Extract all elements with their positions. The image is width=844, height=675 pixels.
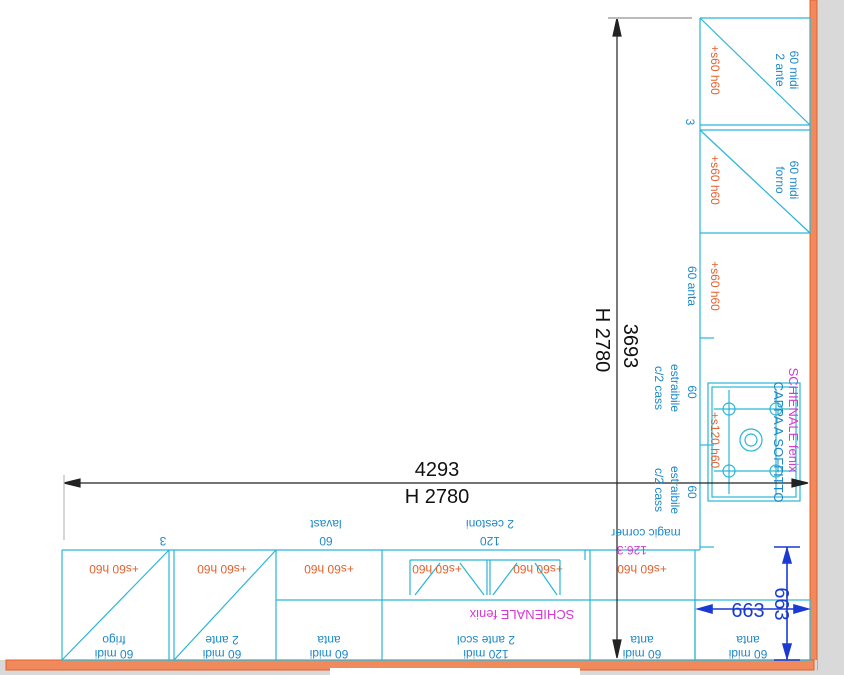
right-unit-code: +s60 h60: [708, 155, 722, 205]
right-unit-line1: 60 anta: [685, 266, 699, 306]
bottom-run-labels: 3 lavast 60 2 cestoni 120 magic corner 1…: [89, 517, 768, 661]
wall-unit-code: +s60 h60: [412, 562, 462, 576]
wall-unit-code: +s60 h60: [89, 562, 139, 576]
sink-basin-line: [459, 562, 485, 596]
bottom-label-top: 3: [159, 534, 166, 548]
corner-width-text: 663: [731, 600, 764, 622]
wall-unit-line2: anta: [630, 633, 654, 647]
wall-unit-code: +s60 h60: [304, 562, 354, 576]
side-length-text: 3693: [619, 324, 641, 369]
right-unit-code: +s60 h60: [708, 45, 722, 95]
arrow-down: [781, 643, 793, 661]
wall-unit-line1: 120 midi: [463, 647, 508, 661]
total-length-text: 4293: [415, 459, 460, 481]
arrow-right: [793, 603, 811, 615]
wall-unit-line2: frigo: [102, 633, 126, 647]
hob-outline: [707, 382, 801, 502]
right-wall: [817, 0, 844, 675]
corner-depth-text: 663: [770, 587, 792, 620]
dimension-lines: [63, 17, 809, 659]
tall-marker: 3: [683, 119, 697, 126]
hood-label: CAPPA A SOFFITTO: [771, 382, 786, 503]
tall-unit-diagonal: [699, 129, 811, 234]
wall-unit-line1: 60 midi: [310, 647, 349, 661]
wall-unit-line2: 2 ante scol: [457, 633, 515, 647]
sink-basin-line: [534, 562, 558, 596]
sink-basin-line: [492, 562, 518, 596]
wall-unit-code: +s60 h60: [513, 562, 563, 576]
wall-unit-line2: 2 ante: [205, 633, 239, 647]
right-unit-line1: 60: [685, 385, 699, 399]
right-run: [694, 17, 811, 661]
wall-unit-line2: anta: [317, 633, 341, 647]
arrow-top: [612, 17, 622, 37]
bottom-label-bottom: 120: [480, 534, 500, 548]
wall-unit-line1: 60 midi: [203, 647, 242, 661]
wall-unit-code: +s60 h60: [617, 562, 667, 576]
arrow-left: [63, 478, 81, 488]
burner-large: [739, 428, 763, 452]
right-unit-line1: 60: [685, 485, 699, 499]
right-unit-code: +s60 h60: [708, 261, 722, 311]
hob-inner: [711, 386, 797, 498]
right-unit-line2: 2 ante: [773, 53, 787, 87]
right-unit-line2: estraibile: [668, 364, 682, 412]
right-unit-line3: c/2 cass: [652, 468, 666, 512]
arrow-right: [791, 478, 809, 488]
total-length-height-text: H 2780: [405, 486, 470, 508]
bottom-label-top: lavast: [310, 517, 342, 531]
sink-basin-line: [414, 562, 441, 596]
side-length-height-text: H 2780: [591, 308, 613, 373]
arrow-left: [695, 603, 713, 615]
backsplash-label: SCHIENALE fenix: [469, 607, 574, 622]
right-unit-line1: 60 midi: [787, 161, 801, 200]
burner-center: [744, 433, 758, 447]
bottom-wall-opening: [330, 668, 580, 675]
bottom-label-bottom: 60: [319, 534, 333, 548]
bottom-label-top: magic corner: [611, 526, 680, 540]
tall-unit-diagonal: [699, 17, 811, 126]
corner-measure: [695, 546, 811, 661]
bottom-label-top: 2 cestoni: [466, 517, 514, 531]
bottom-label-bottom: 126.3: [617, 543, 647, 557]
right-run-labels: 3 +s60 h60 60 midi 2 ante +s60 h60 60 mi…: [652, 45, 801, 514]
arrow-up: [781, 546, 793, 564]
right-unit-line1: 60 midi: [787, 51, 801, 90]
corner-unit: [694, 599, 811, 661]
right-wall-edge: [809, 0, 818, 671]
right-unit-line3: c/2 cass: [652, 366, 666, 410]
wall-unit-line2: anta: [736, 633, 760, 647]
tall-unit-diagonal: [61, 549, 170, 661]
hob-code: +s120 h60: [708, 412, 722, 469]
right-unit-line2: forno: [773, 166, 787, 194]
wall-unit-line1: 60 midi: [729, 647, 768, 661]
arrow-bottom: [612, 639, 622, 659]
wall-unit-line1: 60 midi: [95, 647, 134, 661]
right-backsplash-label: SCHIENALE fenix: [786, 368, 801, 473]
right-unit-line2: estraibile: [668, 466, 682, 514]
wall-unit-line1: 60 midi: [623, 647, 662, 661]
tall-unit-diagonal: [173, 549, 277, 661]
wall-unit-code: +s60 h60: [197, 562, 247, 576]
